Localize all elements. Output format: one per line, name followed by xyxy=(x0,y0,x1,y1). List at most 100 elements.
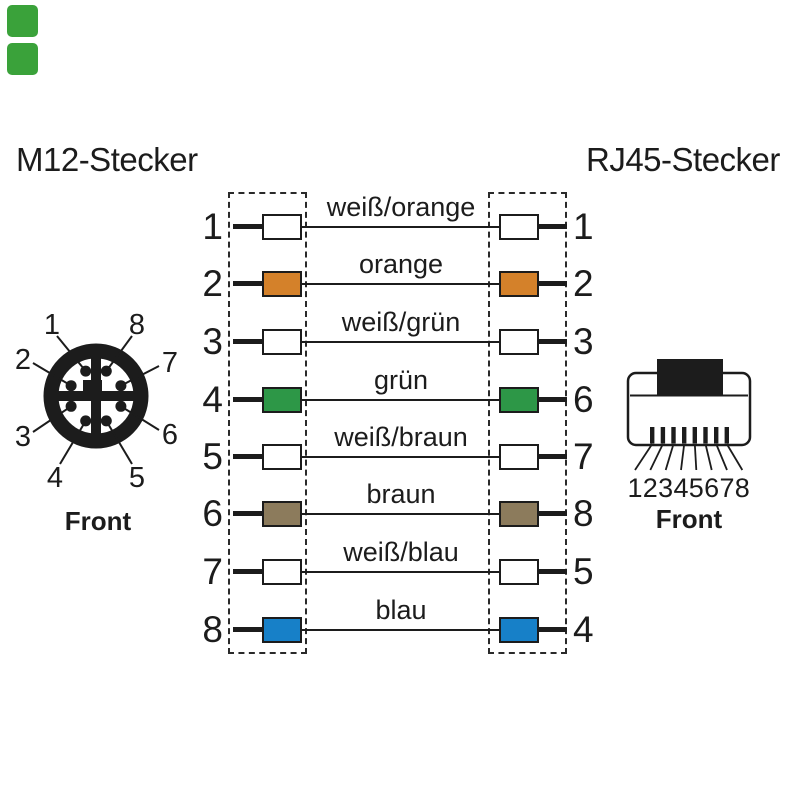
wire-stub xyxy=(233,397,262,402)
m12-pin-label: 2 xyxy=(15,344,31,376)
wire-color-label: weiß/braun xyxy=(334,422,468,452)
wire-color-label: weiß/blau xyxy=(343,537,459,567)
wire-stub xyxy=(233,224,262,229)
wire-line xyxy=(302,629,499,631)
wire-stub xyxy=(539,511,567,516)
m12-pin-number: 3 xyxy=(202,321,223,362)
wire-color-label: grün xyxy=(373,365,429,395)
rj45-pin-leader-lines xyxy=(634,443,744,471)
m12-pin-label: 3 xyxy=(15,421,31,453)
m12-pin-number: 2 xyxy=(202,263,223,304)
m12-header: M12-Stecker xyxy=(16,141,198,178)
m12-pin-number: 4 xyxy=(202,379,223,420)
m12-pin-number: 7 xyxy=(202,551,223,592)
wire-stub xyxy=(233,627,262,632)
wire-color-label: blau xyxy=(375,595,427,625)
wire-terminal xyxy=(262,444,302,470)
m12-pin-label: 8 xyxy=(129,309,145,341)
wire-color-label: weiß/orange xyxy=(326,192,476,222)
wire-row-7: 7 weiß/blau 5 xyxy=(195,537,607,601)
wire-terminal xyxy=(262,617,302,643)
rj45-pin-label: 5 xyxy=(689,473,704,503)
wire-terminal xyxy=(262,559,302,585)
wire-color-label: braun xyxy=(366,479,436,509)
m12-connector-face: 1 8 2 7 3 6 4 5 Front xyxy=(15,309,178,536)
rj45-header: RJ45-Stecker xyxy=(586,141,780,178)
wire-terminal xyxy=(262,214,302,240)
wire-line xyxy=(302,571,499,573)
wire-row-6: 6 braun 8 xyxy=(195,479,607,543)
brand-square-top xyxy=(7,5,38,37)
wire-stub xyxy=(233,511,262,516)
m12-pin-number: 1 xyxy=(202,206,223,247)
wire-row-4: 4 grün 6 xyxy=(195,365,607,429)
m12-pin-leader-lines xyxy=(32,335,160,465)
m12-pin-number: 6 xyxy=(202,493,223,534)
rj45-pin-label: 8 xyxy=(735,473,750,503)
wire-row-2: 2 orange 2 xyxy=(195,249,607,313)
rj45-pin-label: 6 xyxy=(704,473,719,503)
rj45-pin-label: 3 xyxy=(658,473,673,503)
wire-color-label: orange xyxy=(358,249,444,279)
rj45-pin-label: 7 xyxy=(719,473,734,503)
wire-terminal xyxy=(262,387,302,413)
wire-row-5: 5 weiß/braun 7 xyxy=(195,422,607,486)
wire-stub xyxy=(539,224,567,229)
wire-line xyxy=(302,226,499,228)
m12-pin-label: 4 xyxy=(47,462,63,494)
m12-pin-label: 1 xyxy=(44,309,60,341)
wire-terminal xyxy=(499,559,539,585)
wire-row-1: 1 weiß/orange 1 xyxy=(195,192,607,256)
rj45-pin-number: 6 xyxy=(573,379,594,420)
rj45-pin-number: 4 xyxy=(573,609,594,650)
rj45-pin-number: 8 xyxy=(573,493,594,534)
wire-line xyxy=(302,283,499,285)
rj45-pin-number: 2 xyxy=(573,263,594,304)
wire-stub xyxy=(539,454,567,459)
m12-pin-label: 5 xyxy=(129,462,145,494)
wire-terminal xyxy=(499,617,539,643)
wire-terminal xyxy=(499,214,539,240)
wire-stub xyxy=(233,339,262,344)
m12-pin-number: 8 xyxy=(202,609,223,650)
wire-terminal xyxy=(499,387,539,413)
wire-line xyxy=(302,341,499,343)
wire-line xyxy=(302,399,499,401)
wire-stub xyxy=(539,569,567,574)
rj45-front-label: Front xyxy=(656,504,723,534)
m12-keying-cross xyxy=(45,345,147,447)
wire-line xyxy=(302,513,499,515)
wire-stub xyxy=(233,281,262,286)
m12-pin-contacts xyxy=(65,365,127,427)
wire-stub xyxy=(539,281,567,286)
rj45-pin-number: 7 xyxy=(573,436,594,477)
wire-row-8: 8 blau 4 xyxy=(195,595,607,659)
wire-stub xyxy=(539,397,567,402)
wire-stub xyxy=(233,454,262,459)
rj45-pin-number: 1 xyxy=(573,206,594,247)
wire-terminal xyxy=(262,329,302,355)
wire-stub xyxy=(539,627,567,632)
wire-terminal xyxy=(499,501,539,527)
wire-terminal xyxy=(499,271,539,297)
wire-terminal xyxy=(499,444,539,470)
m12-pin-label: 6 xyxy=(162,419,178,451)
wire-line xyxy=(302,456,499,458)
m12-front-label: Front xyxy=(65,506,132,536)
m12-pin-number: 5 xyxy=(202,436,223,477)
rj45-pin-label: 2 xyxy=(643,473,658,503)
wire-terminal xyxy=(499,329,539,355)
rj45-pin-label: 1 xyxy=(627,473,642,503)
rj45-latch-tab xyxy=(657,359,723,396)
rj45-pin-number: 3 xyxy=(573,321,594,362)
rj45-pin-label: 4 xyxy=(673,473,688,503)
wire-stub xyxy=(539,339,567,344)
rj45-terminal-column xyxy=(488,192,567,654)
wire-color-label: weiß/grün xyxy=(341,307,461,337)
m12-pin-label: 7 xyxy=(162,347,178,379)
wire-row-3: 3 weiß/grün 3 xyxy=(195,307,607,371)
m12-terminal-column xyxy=(228,192,307,654)
wire-stub xyxy=(233,569,262,574)
rj45-pin-contacts xyxy=(650,427,729,444)
